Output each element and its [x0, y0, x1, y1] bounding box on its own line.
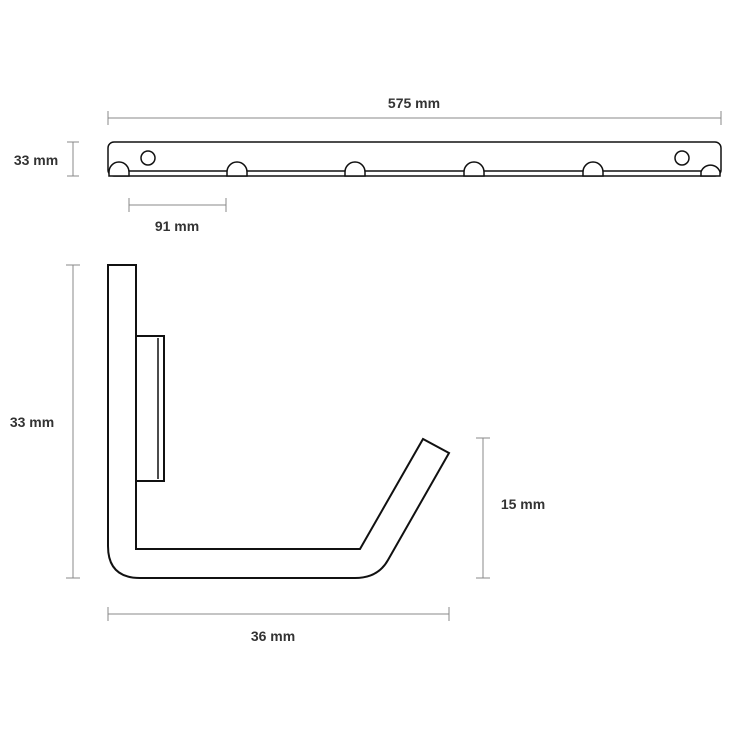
- hook-height-label: 33 mm: [10, 414, 54, 430]
- hook-depth-dimension: 36 mm: [107, 607, 450, 644]
- hook-tip-height-label: 15 mm: [501, 496, 545, 512]
- hook-tip-height-dimension: 15 mm: [476, 437, 545, 579]
- mounting-hole-right: [674, 150, 690, 166]
- rail-top-view: 575 mm 33 mm 91 mm: [14, 95, 722, 234]
- hook-bump: [226, 161, 248, 177]
- hook-depth-label: 36 mm: [251, 628, 295, 644]
- hook-bump: [108, 161, 130, 177]
- hook-height-dimension: 33 mm: [10, 264, 80, 579]
- hook-profile: [107, 264, 451, 579]
- rail-length-label: 575 mm: [388, 95, 440, 111]
- hook-bump: [700, 164, 721, 177]
- rail-length-dimension: 575 mm: [107, 95, 722, 125]
- rail-height-dimension: 33 mm: [14, 141, 79, 177]
- mounting-plate: [134, 335, 165, 482]
- mounting-hole-left: [140, 150, 156, 166]
- hook-spacing-dimension: 91 mm: [128, 198, 227, 234]
- rail-height-label: 33 mm: [14, 152, 58, 168]
- hook-bump: [344, 161, 366, 177]
- rail-body: [107, 141, 722, 177]
- hook-bump: [463, 161, 485, 177]
- hook-spacing-label: 91 mm: [155, 218, 199, 234]
- hook-side-view: 33 mm 15 mm 36 mm: [10, 264, 545, 644]
- hook-bump: [582, 161, 604, 177]
